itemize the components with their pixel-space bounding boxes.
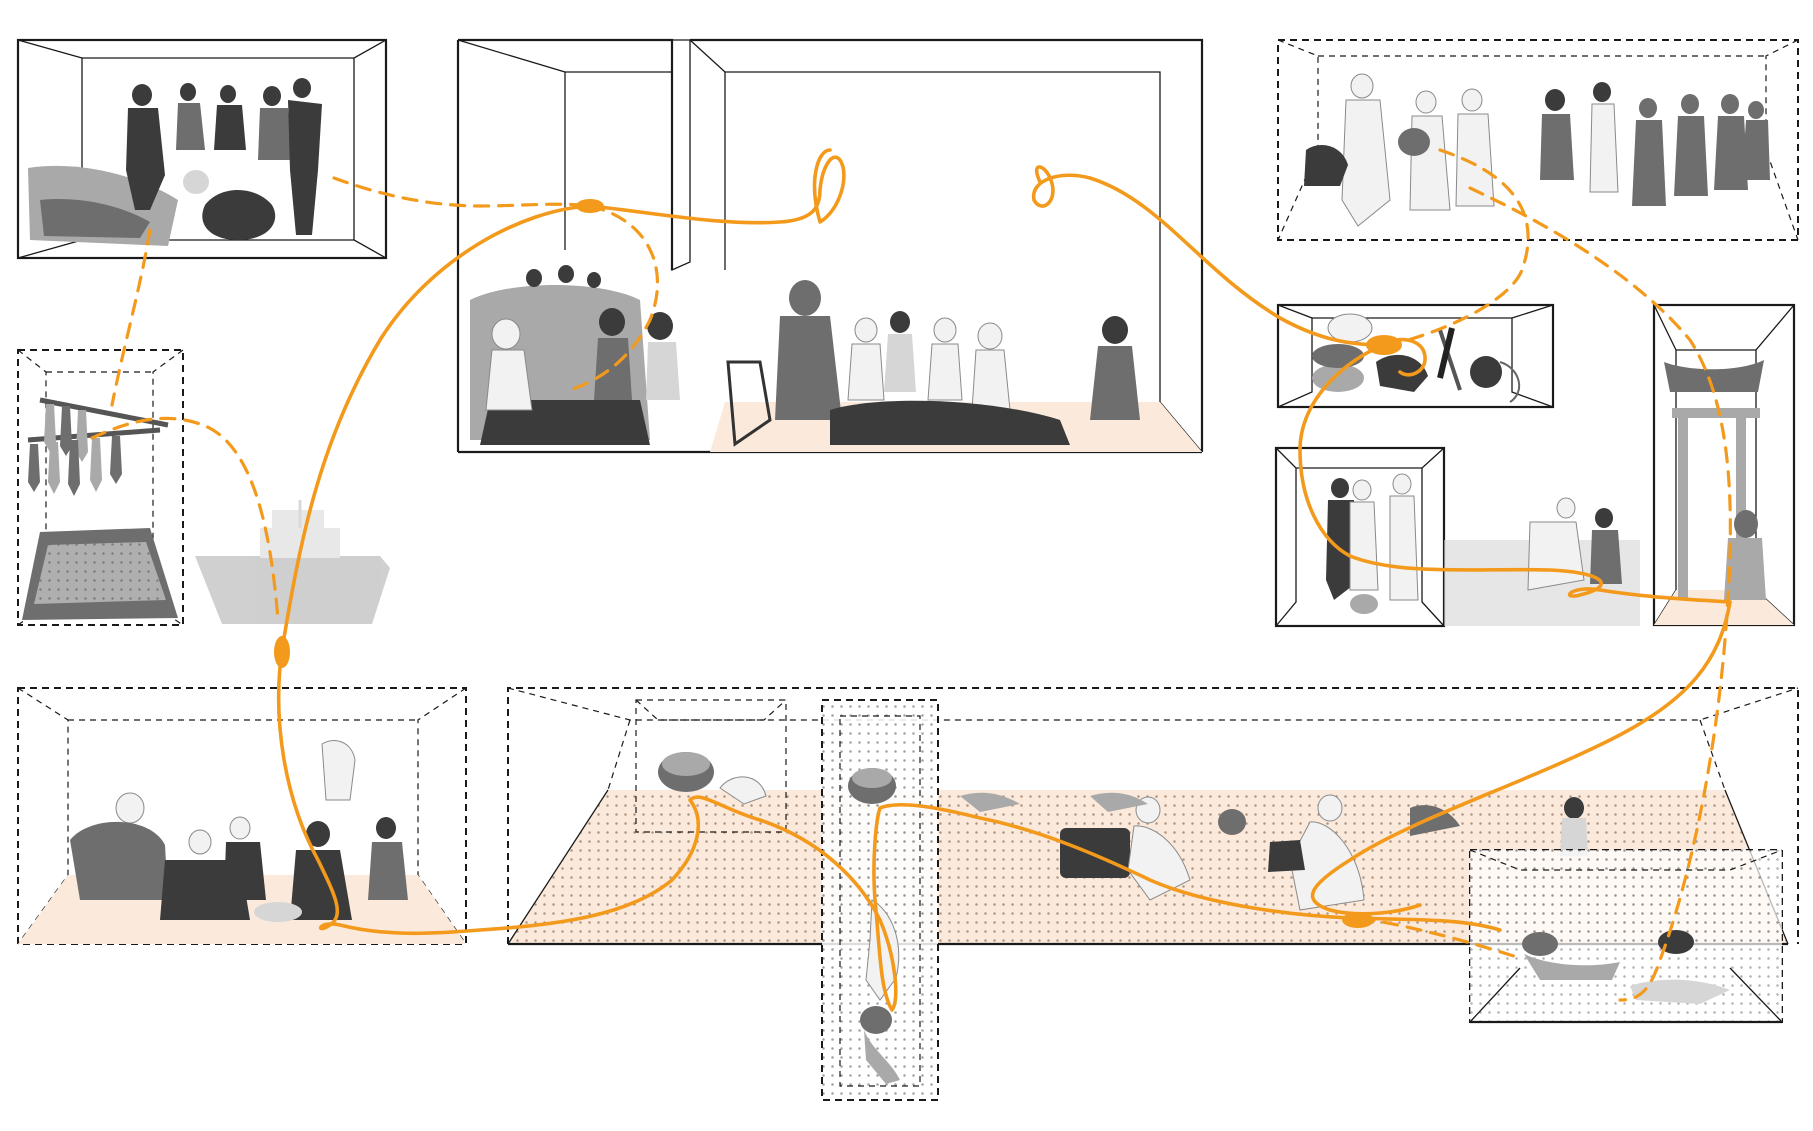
- crowd-figures: [1304, 73, 1770, 227]
- fisher-figures: [126, 78, 322, 235]
- dashed-link-hall-loop: [568, 204, 659, 392]
- solid-route-hall-coils: [588, 148, 846, 225]
- node-left-vertical: [274, 636, 290, 668]
- dashed-link-hauling-to-rack: [110, 228, 152, 407]
- node-platform: [1342, 912, 1374, 928]
- dashed-link-crowd-to-tools: [1388, 148, 1530, 347]
- tool-objects: [1312, 313, 1520, 403]
- gate-structure: [1664, 360, 1766, 600]
- scene-fishers-hauling-net: [16, 38, 388, 260]
- dashed-link-hauling-to-hall: [332, 176, 592, 208]
- solid-route-shrine-to-platform: [1310, 600, 1732, 916]
- scene-underwater-diver: [821, 699, 939, 1101]
- scene-women-sorting-catch: [17, 687, 467, 945]
- platform-figures: [658, 752, 1588, 911]
- scene-divers-on-pier: [1274, 446, 1640, 628]
- scene-moored-fishing-boat: [195, 500, 390, 624]
- dashed-link-rack-to-ground: [90, 416, 280, 622]
- hanging-fish: [28, 404, 122, 496]
- diver-figures: [1326, 473, 1622, 614]
- right-seated-figures: [726, 280, 1140, 447]
- scene-crowd-procession: [1277, 39, 1799, 241]
- scene-market-hall-gathering: [456, 38, 1204, 454]
- solid-route-tools-to-pier: [1298, 343, 1732, 604]
- orange-connector-paths: [90, 148, 1732, 1012]
- diver-underwater-figure: [848, 768, 900, 1084]
- net-sack-shape: [202, 190, 276, 240]
- node-tools: [1366, 335, 1402, 355]
- scene-diving-tools: [1276, 303, 1555, 409]
- left-seated-figures: [485, 265, 680, 411]
- dashed-link-crowd-to-shrine: [1468, 186, 1732, 1002]
- scene-drying-fish-rack: [17, 349, 184, 626]
- scene-shore-platform: [507, 687, 1799, 1024]
- dashed-link-platform-to-box: [1358, 916, 1522, 960]
- node-hall-junction: [576, 199, 604, 213]
- solid-route-hall-to-tools: [1031, 165, 1386, 347]
- scene-shrine-gate: [1652, 303, 1796, 627]
